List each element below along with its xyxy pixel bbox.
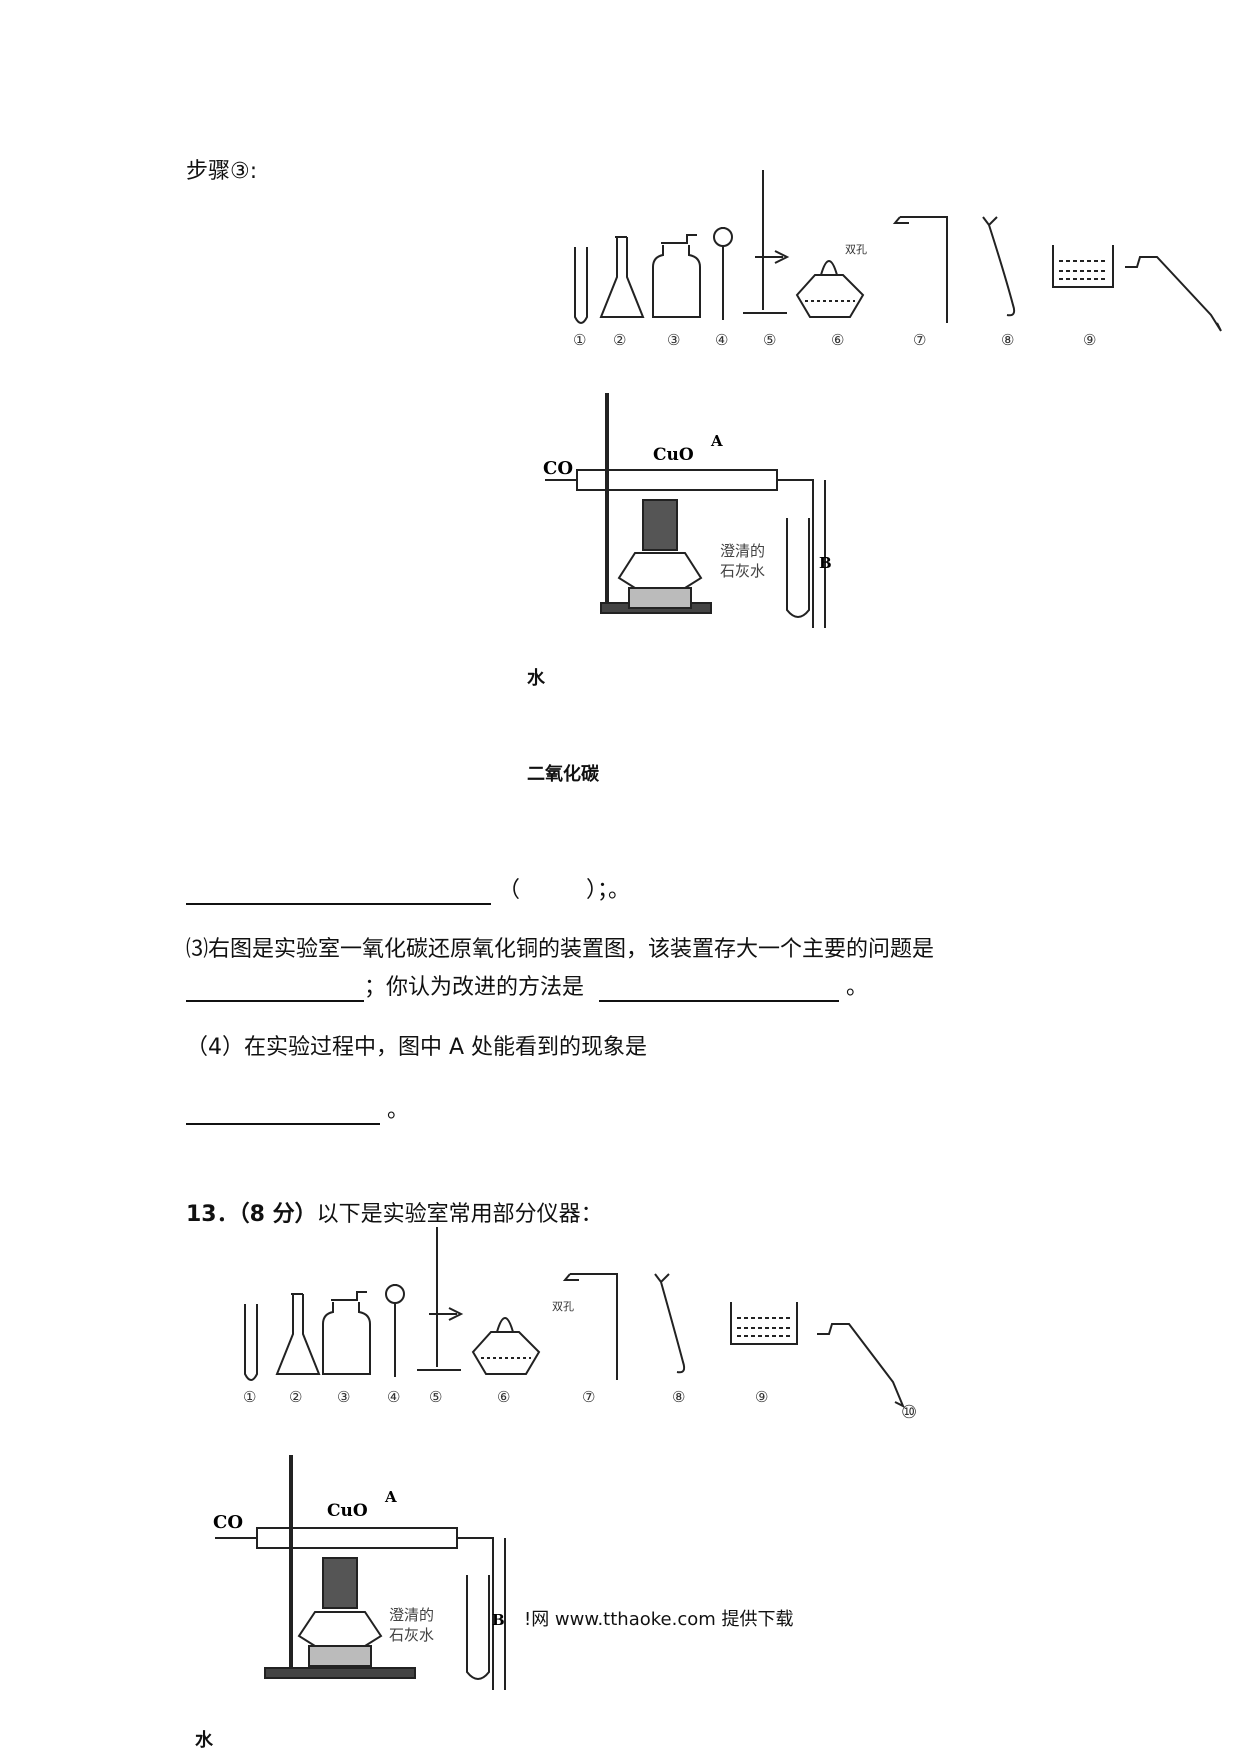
bent-tube-icon xyxy=(982,216,1016,317)
conical-flask-icon xyxy=(275,1293,321,1375)
q3-blank-method[interactable] xyxy=(599,978,840,1002)
label-2: ② xyxy=(613,331,626,349)
watermark: !网 www.tthaoke.com 提供下载 xyxy=(524,1609,794,1630)
q3-mid-text: ；你认为改进的方法是 xyxy=(364,975,585,1000)
answer-line-1: （ ）；。 xyxy=(186,877,630,905)
gas-bottle-icon xyxy=(322,1291,371,1375)
label-4: ④ xyxy=(387,1388,400,1406)
paren-semicolon: （ ）；。 xyxy=(498,878,631,903)
label-3: ③ xyxy=(337,1388,350,1406)
iron-stand-icon xyxy=(417,1227,464,1371)
co-reduction-apparatus-bottom: CO CuO A B 澄清的 石灰水 xyxy=(205,1450,525,1704)
label-10: ⑩ xyxy=(901,1402,917,1423)
q13-number: 13． xyxy=(186,1202,239,1227)
funnel-icon xyxy=(713,227,733,247)
instruments-figure-bottom: 双孔 ① ② ③ ④ ⑤ ⑥ ⑦ ⑧ ⑨ ⑩ xyxy=(235,1222,935,1436)
q13-text: 以下是实验室常用部分仪器： xyxy=(316,1202,603,1227)
label-3: ③ xyxy=(667,331,680,349)
iron-stand-icon xyxy=(743,170,790,314)
label-water: 水 xyxy=(527,668,545,689)
label-4: ④ xyxy=(715,331,728,349)
label-water-bottom: 水 xyxy=(195,1730,213,1751)
long-tube-icon xyxy=(817,1323,905,1409)
q3-end: 。 xyxy=(846,975,869,1000)
alcohol-lamp-icon xyxy=(795,260,865,318)
test-tube-icon xyxy=(244,1304,258,1381)
co-reduction-apparatus-top: CO CuO A B 澄清的 石灰水 xyxy=(535,388,855,652)
label-7: ⑦ xyxy=(913,331,926,349)
a-label: A xyxy=(710,432,723,450)
label-8: ⑧ xyxy=(1001,331,1014,349)
limewater-label-2: 石灰水 xyxy=(720,562,765,580)
delivery-tube-icon xyxy=(562,1273,618,1380)
gas-bottle-icon xyxy=(652,234,701,318)
label-2: ② xyxy=(289,1388,302,1406)
cuo-label: CuO xyxy=(653,445,694,465)
bent-tube-icon xyxy=(654,1273,686,1374)
b-label: B xyxy=(819,554,832,572)
cuo-label: CuO xyxy=(327,1501,368,1521)
water-trough-icon xyxy=(1052,245,1114,288)
step-label: 步骤③: xyxy=(186,159,258,184)
shuangkong-label-top: 双孔 xyxy=(845,243,867,256)
limewater-label-1: 澄清的 xyxy=(389,1606,434,1624)
label-9: ⑨ xyxy=(755,1388,768,1406)
shuangkong-label-bottom: 双孔 xyxy=(552,1300,574,1313)
conical-flask-icon xyxy=(599,236,645,318)
alcohol-lamp-icon xyxy=(471,1317,541,1375)
q13-score: （8 分） xyxy=(238,1202,317,1227)
instruments-figure-top: 双孔 ① ② ③ ④ ⑤ ⑥ ⑦ ⑧ ⑨ xyxy=(565,165,1240,384)
q4-line: （4）在实验过程中，图中 A 处能看到的现象是 xyxy=(186,1035,648,1060)
b-label: B xyxy=(492,1611,505,1629)
label-6: ⑥ xyxy=(497,1388,510,1406)
delivery-tube-icon xyxy=(892,216,948,323)
label-5: ⑤ xyxy=(429,1388,442,1406)
label-1: ① xyxy=(243,1388,256,1406)
a-label: A xyxy=(384,1488,397,1506)
label-6: ⑥ xyxy=(831,331,844,349)
water-trough-icon xyxy=(730,1302,798,1345)
long-tube-icon xyxy=(1125,256,1222,332)
q13-heading: 13．（8 分）以下是实验室常用部分仪器： xyxy=(186,1201,603,1229)
label-5: ⑤ xyxy=(763,331,776,349)
q3-blank-problem[interactable] xyxy=(186,978,364,1002)
label-7: ⑦ xyxy=(582,1388,595,1406)
q3-line2: ；你认为改进的方法是 。 xyxy=(186,974,868,1002)
limewater-label-2: 石灰水 xyxy=(389,1626,434,1644)
test-tube-icon xyxy=(574,247,588,324)
q4-answer: 。 xyxy=(186,1097,409,1125)
co-label: CO xyxy=(213,1512,243,1533)
co-label: CO xyxy=(543,458,573,479)
label-1: ① xyxy=(573,331,586,349)
limewater-label-1: 澄清的 xyxy=(720,542,765,560)
label-9: ⑨ xyxy=(1083,331,1096,349)
q4-blank[interactable] xyxy=(186,1101,380,1125)
funnel-icon xyxy=(385,1284,405,1304)
label-co2: 二氧化碳 xyxy=(527,764,599,785)
label-8: ⑧ xyxy=(672,1388,685,1406)
q4-end: 。 xyxy=(387,1098,410,1123)
q3-line1: ⑶右图是实验室一氧化碳还原氧化铜的装置图，该装置存大一个主要的问题是 xyxy=(186,937,935,962)
answer-blank-1[interactable] xyxy=(186,881,491,905)
